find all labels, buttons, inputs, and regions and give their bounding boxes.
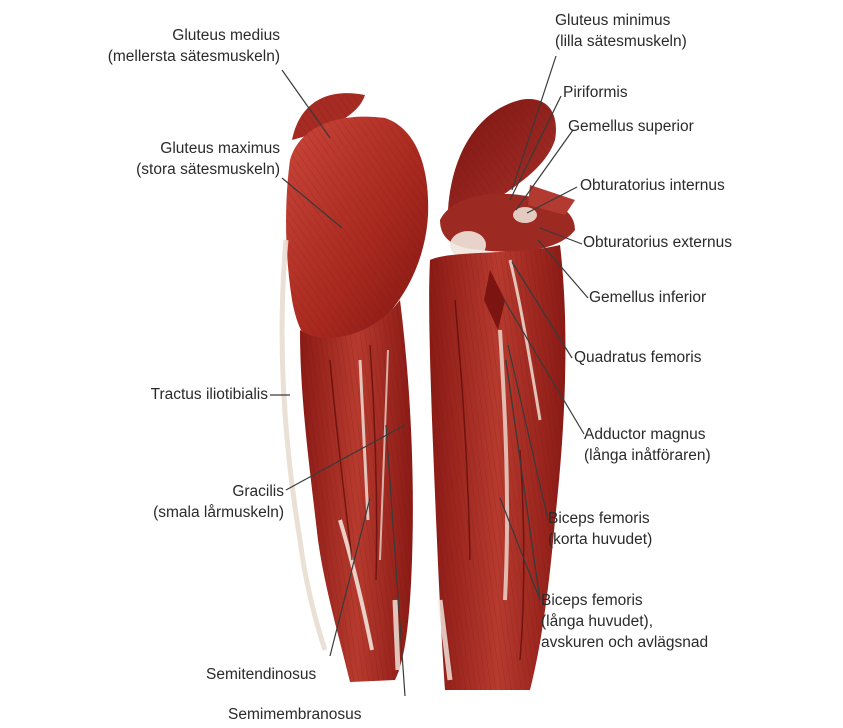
label-line: Semimembranosus [228,704,362,725]
label-piriformis: Piriformis [563,82,628,103]
label-line: (långa huvudet), [541,611,708,632]
label-line: Semitendinosus [206,664,316,685]
label-line: (stora sätesmuskeln) [55,159,280,180]
label-line: (mellersta sätesmuskeln) [45,46,280,67]
label-gemellus-inferior: Gemellus inferior [589,287,706,308]
label-line: Piriformis [563,82,628,103]
label-gluteus-medius: Gluteus medius (mellersta sätesmuskeln) [45,25,280,67]
label-obturatorius-internus: Obturatorius internus [580,175,725,196]
label-tractus-iliotibialis: Tractus iliotibialis [90,384,268,405]
label-gemellus-superior: Gemellus superior [568,116,694,137]
label-gluteus-maximus: Gluteus maximus (stora sätesmuskeln) [55,138,280,180]
label-line: (korta huvudet) [548,529,652,550]
label-line: Obturatorius internus [580,175,725,196]
label-line: Biceps femoris [541,590,708,611]
label-line: Biceps femoris [548,508,652,529]
label-line: Gemellus superior [568,116,694,137]
label-line: Gracilis [110,481,284,502]
label-line: (långa inåtföraren) [584,445,711,466]
label-line: Quadratus femoris [574,347,702,368]
label-gracilis: Gracilis (smala lårmuskeln) [110,481,284,523]
label-obturatorius-externus: Obturatorius externus [583,232,732,253]
label-quadratus-femoris: Quadratus femoris [574,347,702,368]
label-semimembranosus: Semimembranosus [228,704,362,725]
label-line: avskuren och avlägsnad [541,632,708,653]
label-line: Adductor magnus [584,424,711,445]
label-line: Obturatorius externus [583,232,732,253]
label-line: Gluteus minimus [555,10,687,31]
label-line: Tractus iliotibialis [90,384,268,405]
left-superficial-muscles [282,93,428,682]
label-biceps-femoris-long: Biceps femoris (långa huvudet), avskuren… [541,590,708,653]
label-line: Gluteus medius [45,25,280,46]
label-line: Gluteus maximus [55,138,280,159]
label-biceps-femoris-short: Biceps femoris (korta huvudet) [548,508,652,550]
label-line: Gemellus inferior [589,287,706,308]
label-adductor-magnus: Adductor magnus (långa inåtföraren) [584,424,711,466]
label-gluteus-minimus: Gluteus minimus (lilla sätesmuskeln) [555,10,687,52]
label-semitendinosus: Semitendinosus [206,664,316,685]
label-line: (lilla sätesmuskeln) [555,31,687,52]
label-line: (smala lårmuskeln) [110,502,284,523]
